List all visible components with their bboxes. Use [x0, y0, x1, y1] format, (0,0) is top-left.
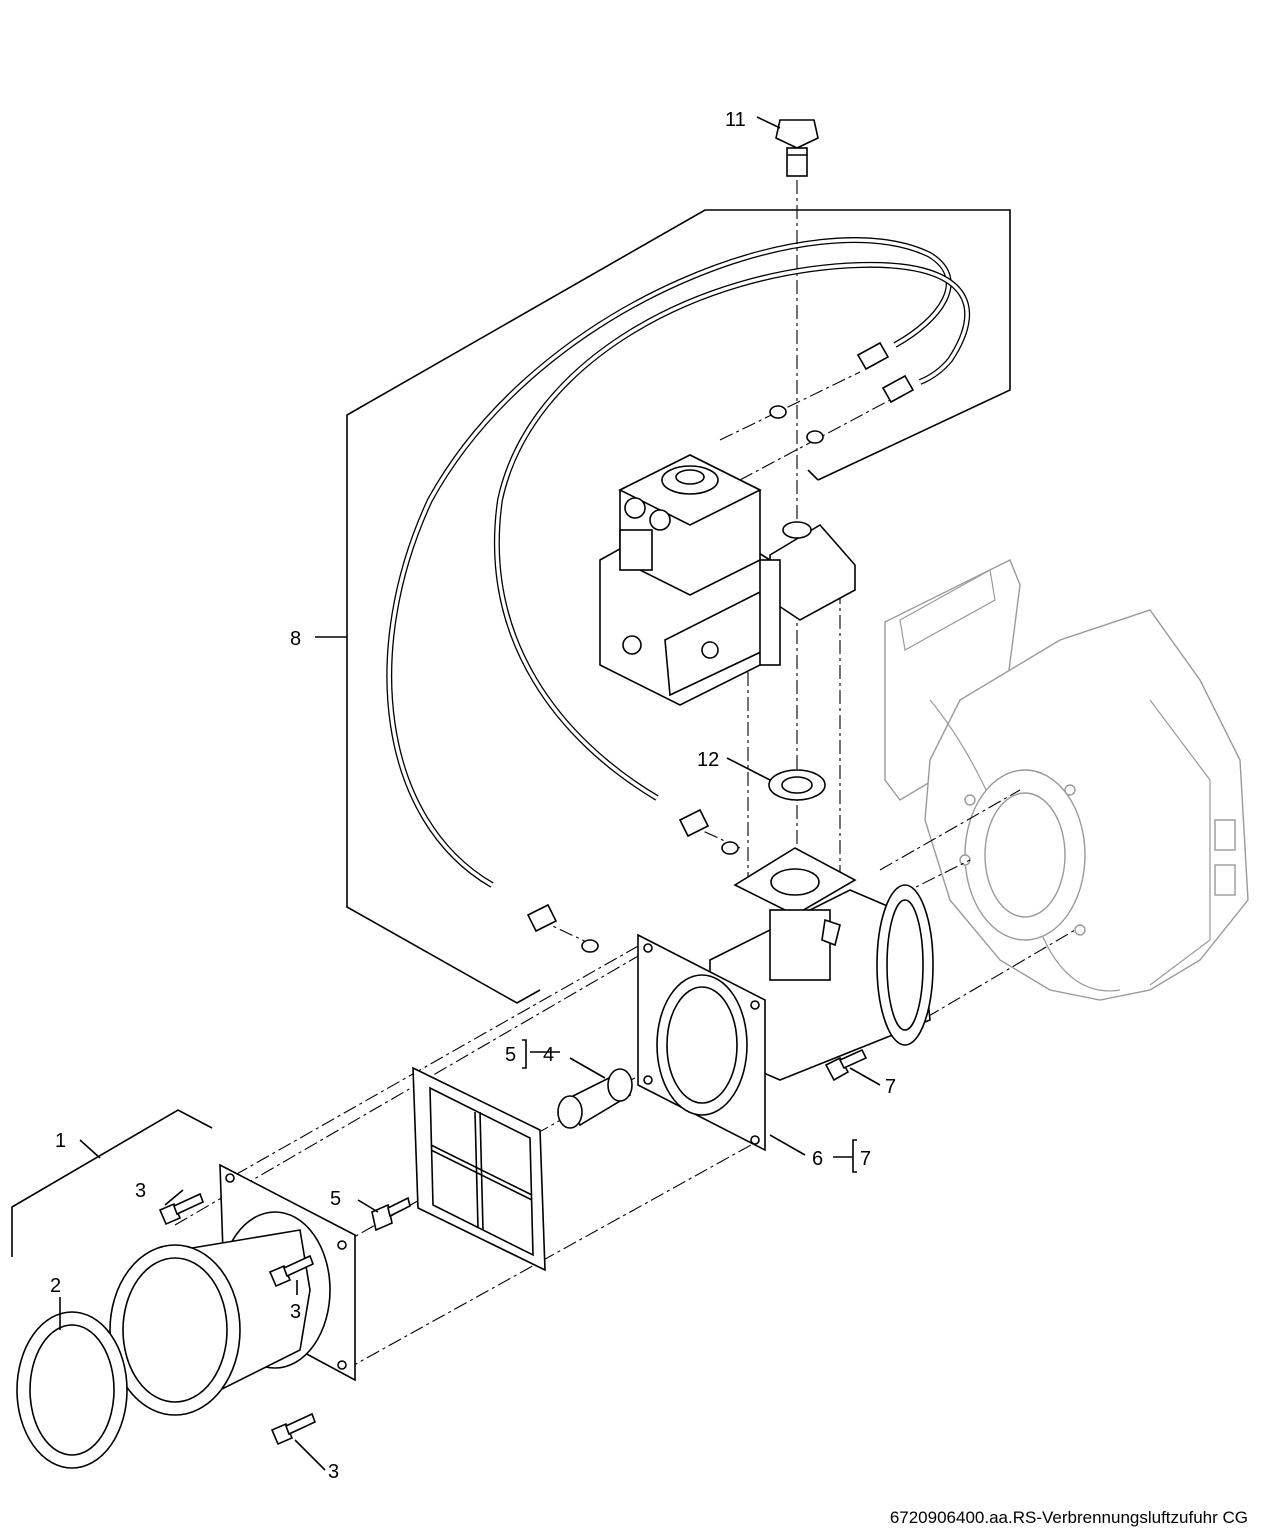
label-5: 5 — [330, 1188, 341, 1210]
ring-part-2 — [16, 1311, 128, 1469]
label-3-top: 3 — [135, 1180, 146, 1202]
screen-plate — [412, 1066, 546, 1272]
label-8: 8 — [290, 628, 301, 650]
fan-housing-ghost — [884, 559, 1249, 1001]
label-1: 1 — [55, 1130, 66, 1152]
flange-part-1 — [109, 1163, 356, 1416]
group-bracket-1 — [11, 1109, 213, 1257]
label-4: 4 — [543, 1044, 554, 1066]
bolt-part-7 — [824, 1048, 868, 1082]
label-5-bracket: 5 — [505, 1044, 516, 1066]
label-3-bottom: 3 — [328, 1461, 339, 1483]
sealing-ring-12 — [768, 769, 826, 801]
label-2: 2 — [50, 1275, 61, 1297]
roller-part-4 — [557, 1068, 633, 1129]
part-labels: 11 8 12 5 4 7 1 6 7 3 5 2 3 3 — [50, 109, 896, 1483]
label-6: 6 — [812, 1148, 823, 1170]
bolts-part-3 — [158, 1192, 317, 1446]
screw-part-5 — [371, 1196, 411, 1232]
group-bracket-8 — [315, 209, 1011, 1004]
label-12: 12 — [697, 749, 719, 771]
label-11: 11 — [725, 109, 746, 131]
air-inlet-pipe-6 — [637, 847, 934, 1152]
drawing-caption: 6720906400.aa.RS-Verbrennungsluftzufuhr … — [889, 1508, 1248, 1527]
hose-fittings — [526, 341, 915, 953]
label-7-bracket: 7 — [860, 1148, 871, 1170]
bolt-part-11 — [775, 119, 819, 177]
leader-lines — [59, 116, 881, 1471]
label-7: 7 — [885, 1076, 896, 1098]
label-3-middle: 3 — [290, 1301, 301, 1323]
impulse-hose — [386, 237, 971, 888]
gas-valve-block — [599, 454, 856, 706]
